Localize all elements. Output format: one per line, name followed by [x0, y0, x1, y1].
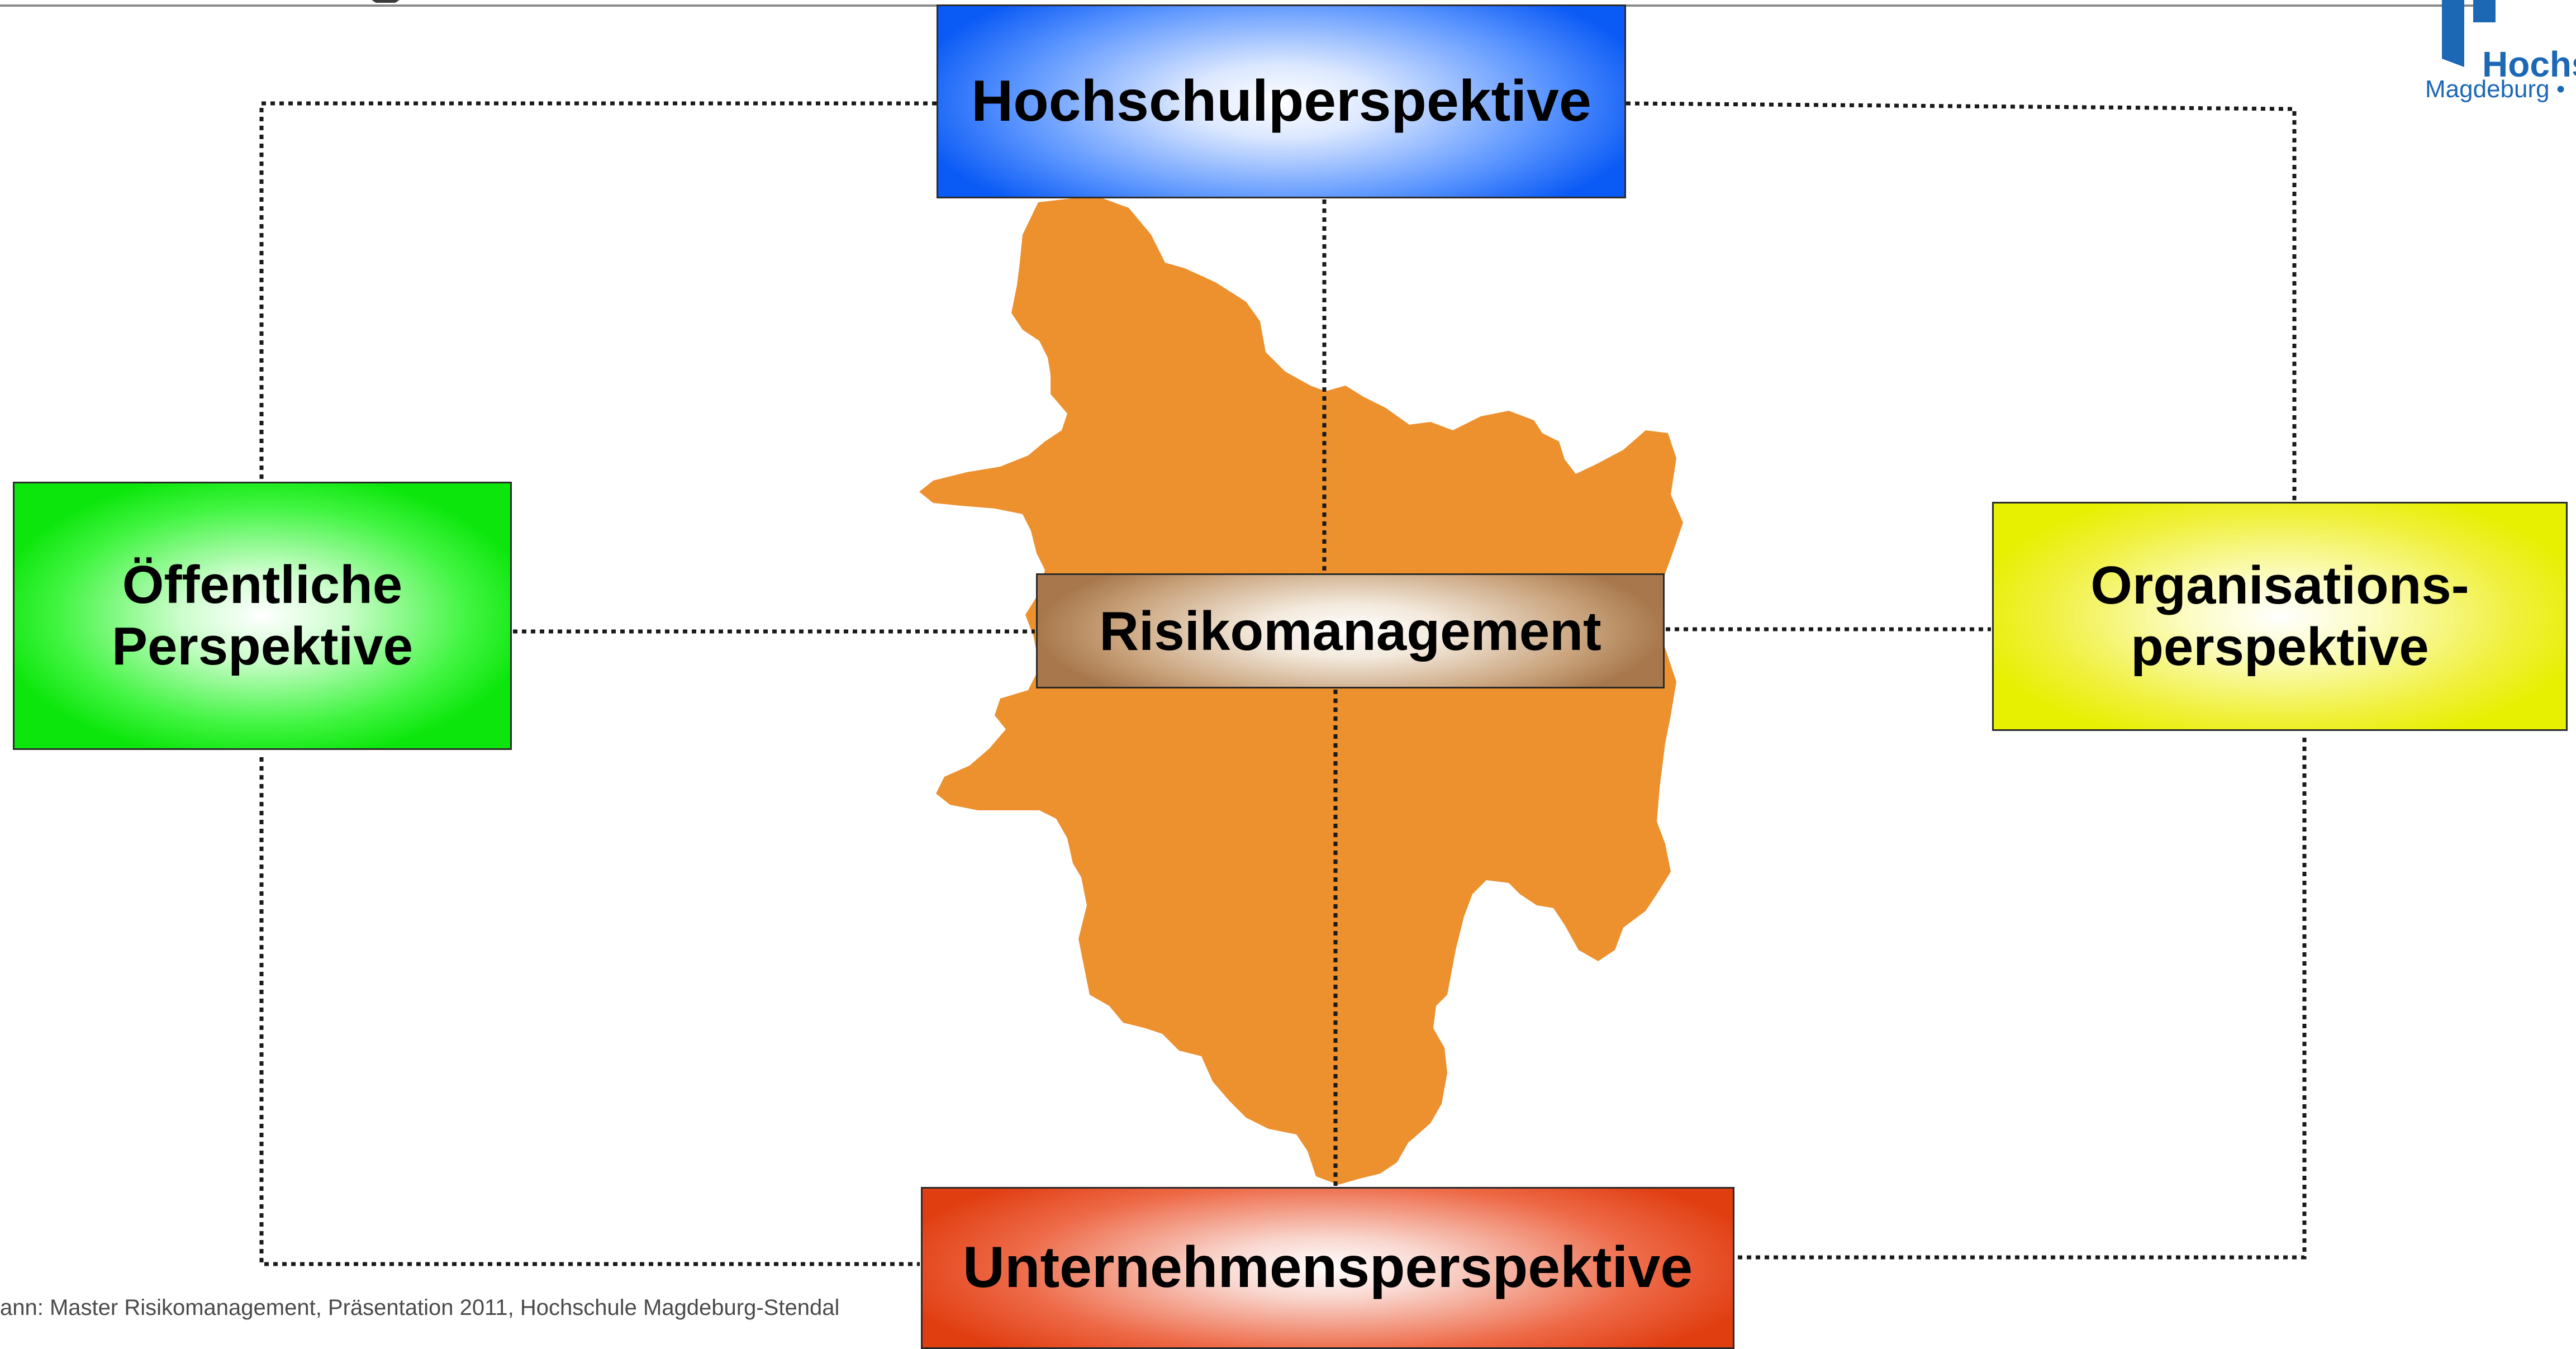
node-unternehmensperspektive: Unternehmensperspektive — [921, 1187, 1734, 1349]
node-risikomanagement: Risikomanagement — [1036, 573, 1665, 688]
node-unternehmensperspektive-label: Unternehmensperspektive — [962, 1235, 1693, 1300]
node-oeffentliche-perspektive: Öffentliche Perspektive — [13, 482, 512, 750]
node-organisationsperspektive: Organisations- perspektive — [1992, 502, 2568, 731]
node-oeffentliche-label-line1: Öffentliche — [122, 554, 403, 615]
node-oeffentliche-label-line2: Perspektive — [111, 616, 413, 676]
title-text-fragment — [372, 0, 400, 3]
node-hochschulperspektive-label: Hochschulperspektive — [971, 68, 1591, 134]
connector-hochschul-organisation — [1626, 101, 2297, 500]
connector-organisation-unternehmen — [1736, 738, 2307, 1260]
university-logo: Hochs Magdeburg • — [2420, 0, 2576, 106]
connector-hochschul-oeffentlich — [259, 101, 937, 481]
node-risikomanagement-label: Risikomanagement — [1099, 600, 1601, 662]
footer-credit: ann: Master Risikomanagement, Präsentati… — [0, 1295, 840, 1320]
logo-subtitle: Magdeburg • — [2425, 75, 2565, 103]
dotted-connectors — [259, 101, 2307, 1266]
node-organisation-label-line1: Organisations- — [2090, 555, 2469, 615]
logo-mark-icon — [2442, 0, 2496, 67]
map-silhouette — [919, 196, 1683, 1185]
logo-name: Hochs — [2482, 44, 2576, 84]
connector-oeffentlich-unternehmen — [259, 757, 920, 1266]
node-organisation-label-line2: perspektive — [2131, 617, 2429, 677]
node-hochschulperspektive: Hochschulperspektive — [937, 4, 1626, 198]
